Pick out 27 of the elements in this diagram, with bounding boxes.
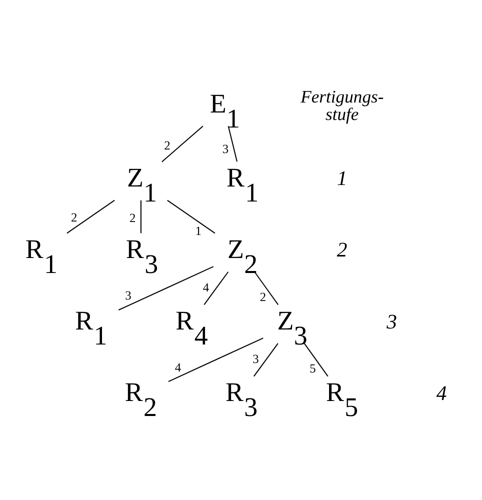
label: 4: [436, 382, 447, 405]
edge-label: 4: [202, 280, 210, 294]
edge-label: 2: [260, 290, 266, 304]
connector: [140, 200, 142, 234]
edge-label: 5: [310, 362, 316, 376]
edge-label: 2: [130, 211, 136, 226]
edge-label: 3: [252, 352, 259, 366]
connector: [167, 200, 216, 234]
connector: [304, 343, 328, 377]
label: 1: [336, 168, 348, 190]
connector: [254, 272, 279, 306]
label: 2: [336, 240, 348, 262]
edge-label: 4: [174, 360, 182, 374]
connector: [66, 200, 115, 234]
edge-label: 1: [195, 224, 202, 238]
edge-label: 2: [70, 210, 78, 224]
connector: [228, 126, 238, 162]
label: Fertigungs- stufe: [300, 86, 384, 124]
connector: [204, 272, 229, 306]
connector: [118, 266, 214, 310]
connector: [168, 338, 264, 382]
edge-label: 3: [222, 142, 229, 156]
connector: [254, 343, 278, 377]
connector: [162, 126, 204, 162]
edge-label: 2: [164, 138, 170, 152]
label: 3: [386, 311, 398, 334]
edge-label: 3: [125, 288, 132, 303]
